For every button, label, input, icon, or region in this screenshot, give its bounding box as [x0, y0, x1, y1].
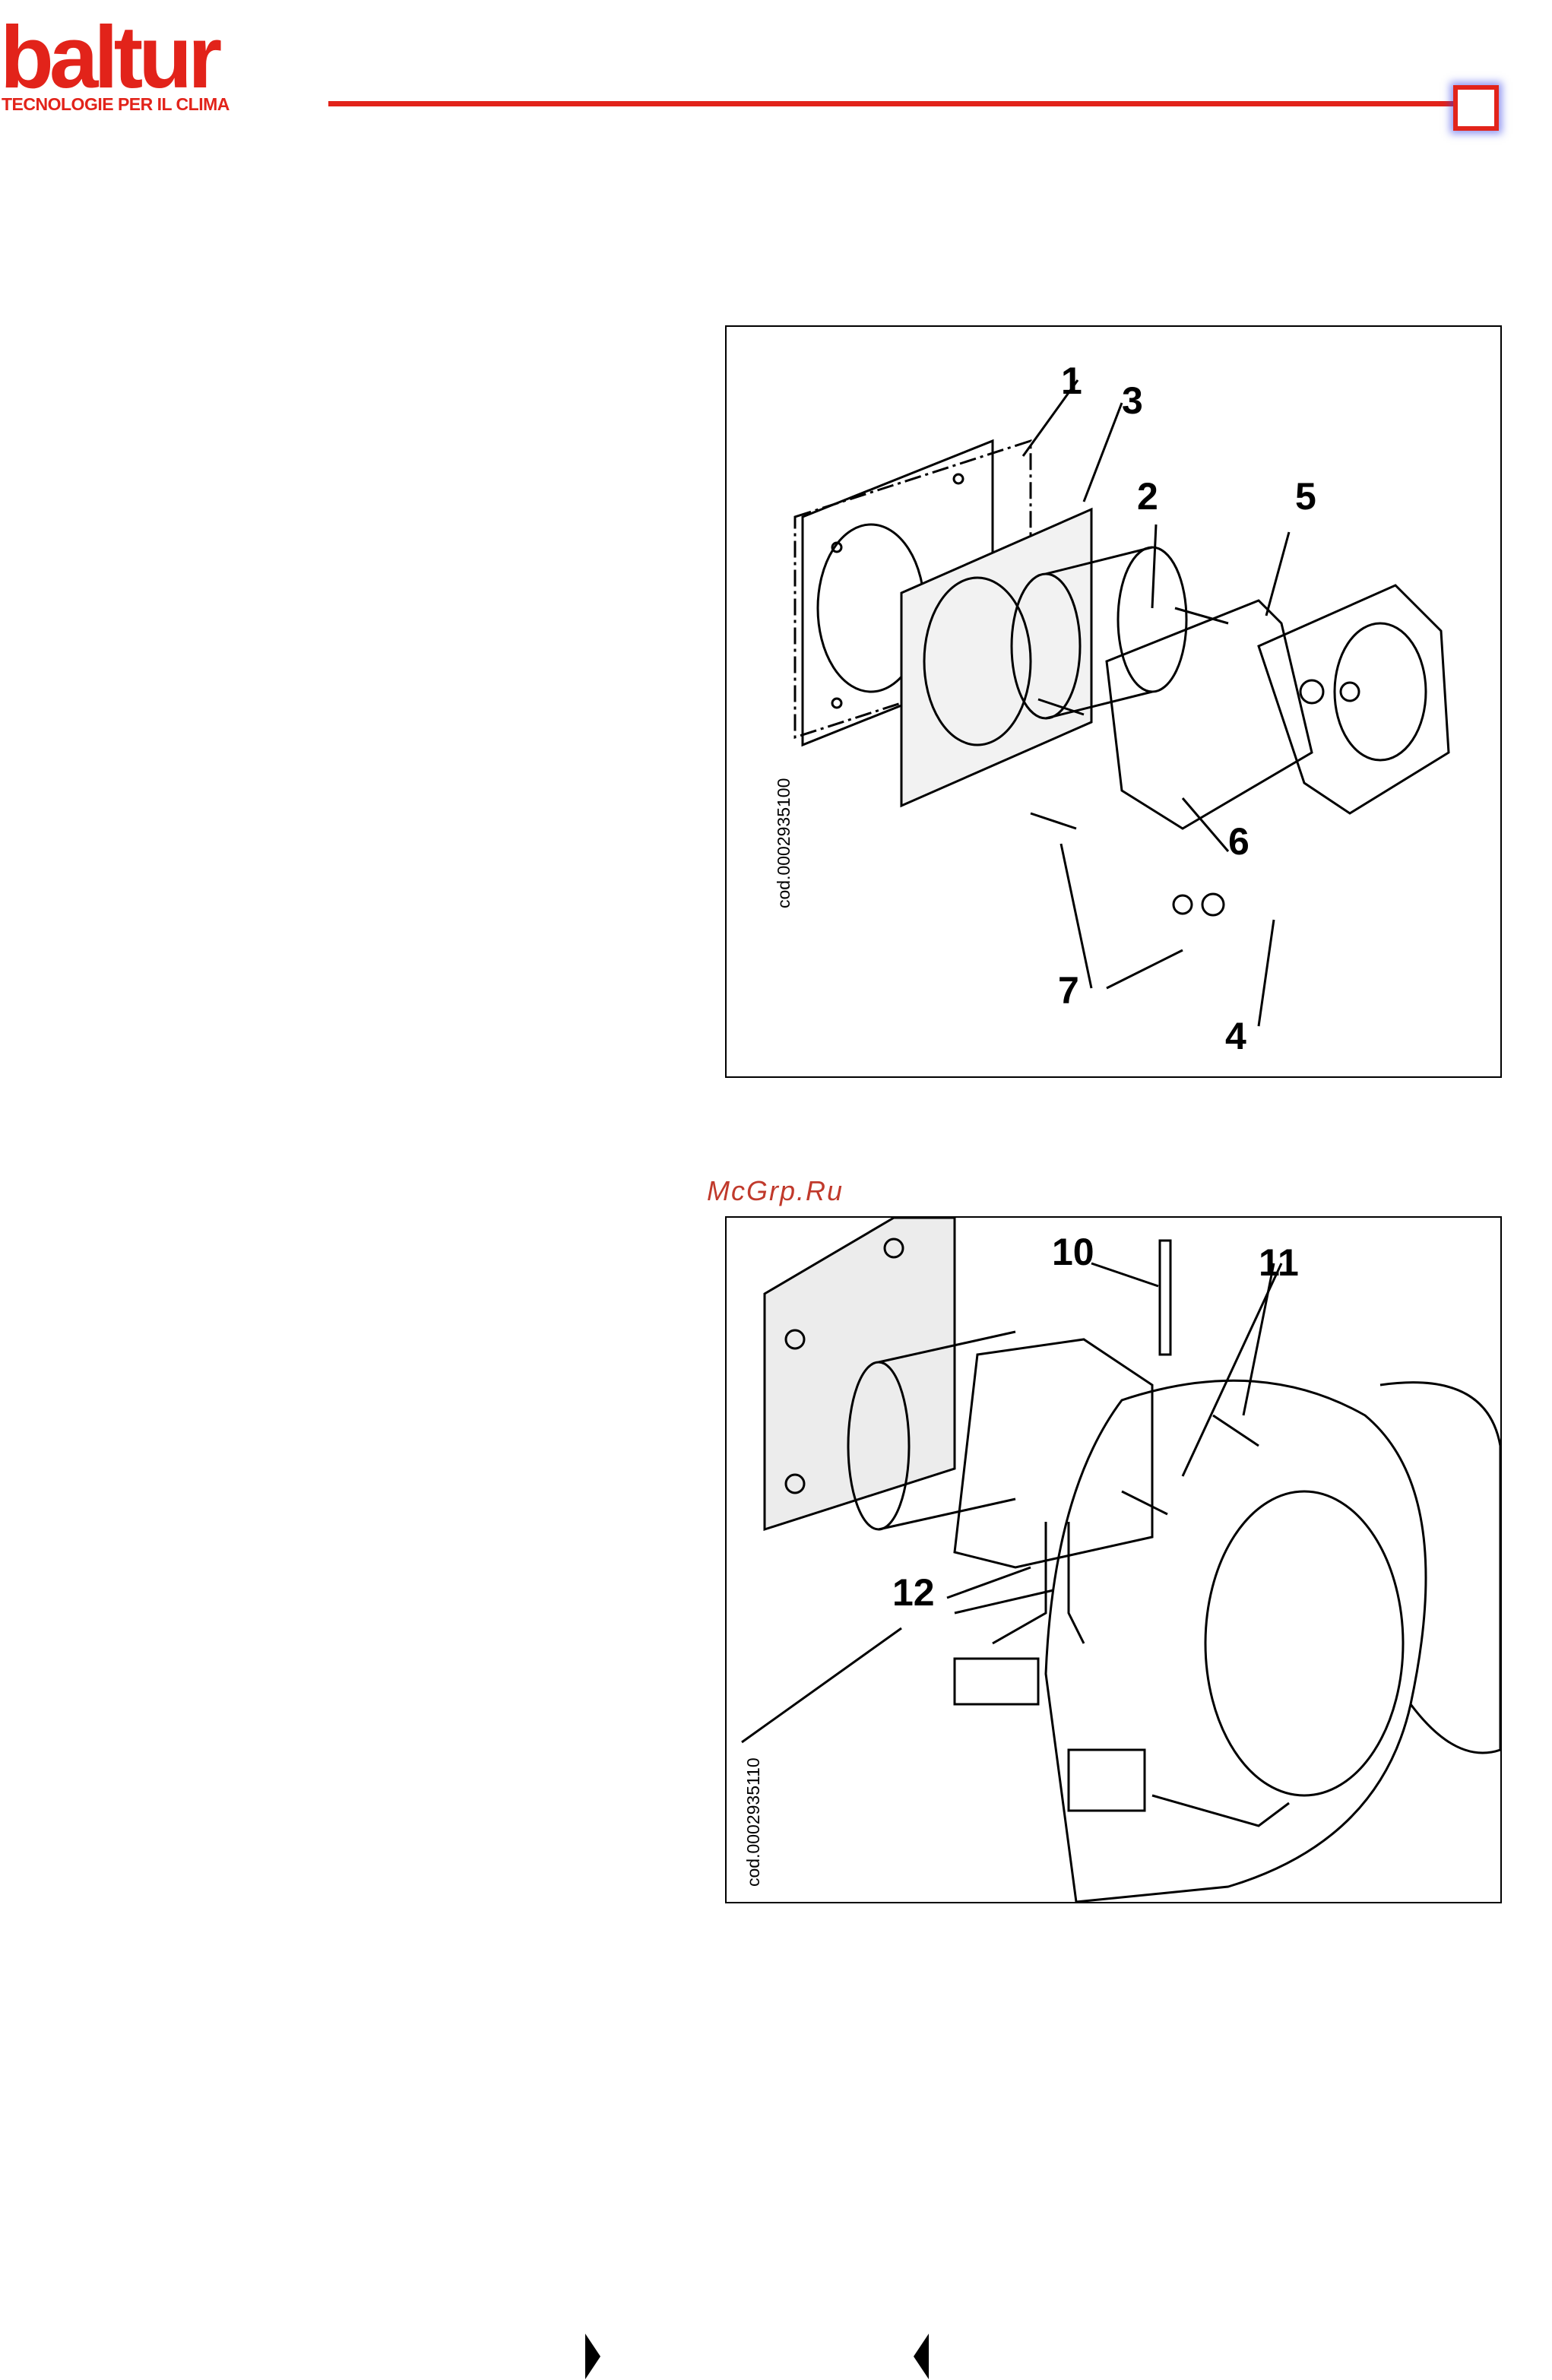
- figure-code: cod.0002935100: [774, 778, 794, 908]
- figure-code: cod.0002935110: [743, 1757, 764, 1887]
- triangle-left-icon[interactable]: [914, 2334, 929, 2379]
- callout-4: 4: [1225, 1017, 1246, 1055]
- figure-burner-flange-assembly: 1 3 2 5 6 7 4 cod.0002935100: [725, 325, 1502, 1078]
- watermark-text: McGrp.Ru: [707, 1175, 844, 1207]
- callout-7: 7: [1058, 971, 1079, 1009]
- brand-wordmark: baltur: [0, 15, 217, 99]
- flange-assembly-drawing: [727, 327, 1500, 1076]
- callout-1: 1: [1061, 362, 1082, 400]
- brand-logo: baltur TECNOLOGIE PER IL CLIMA: [0, 15, 289, 122]
- callout-10: 10: [1052, 1233, 1094, 1271]
- callout-11: 11: [1259, 1244, 1299, 1282]
- header-rule: [328, 101, 1461, 106]
- burner-body-drawing: [727, 1218, 1500, 1902]
- callout-6: 6: [1228, 822, 1250, 860]
- figure-burner-body-assembly: 10 11 12 cod.0002935110: [725, 1216, 1502, 1903]
- callout-3: 3: [1122, 382, 1143, 420]
- callout-5: 5: [1295, 477, 1316, 515]
- page-corner-marker: [1453, 85, 1499, 131]
- triangle-right-icon[interactable]: [585, 2334, 600, 2379]
- brand-tagline: TECNOLOGIE PER IL CLIMA: [2, 94, 230, 115]
- callout-12: 12: [892, 1573, 935, 1611]
- callout-2: 2: [1137, 477, 1158, 515]
